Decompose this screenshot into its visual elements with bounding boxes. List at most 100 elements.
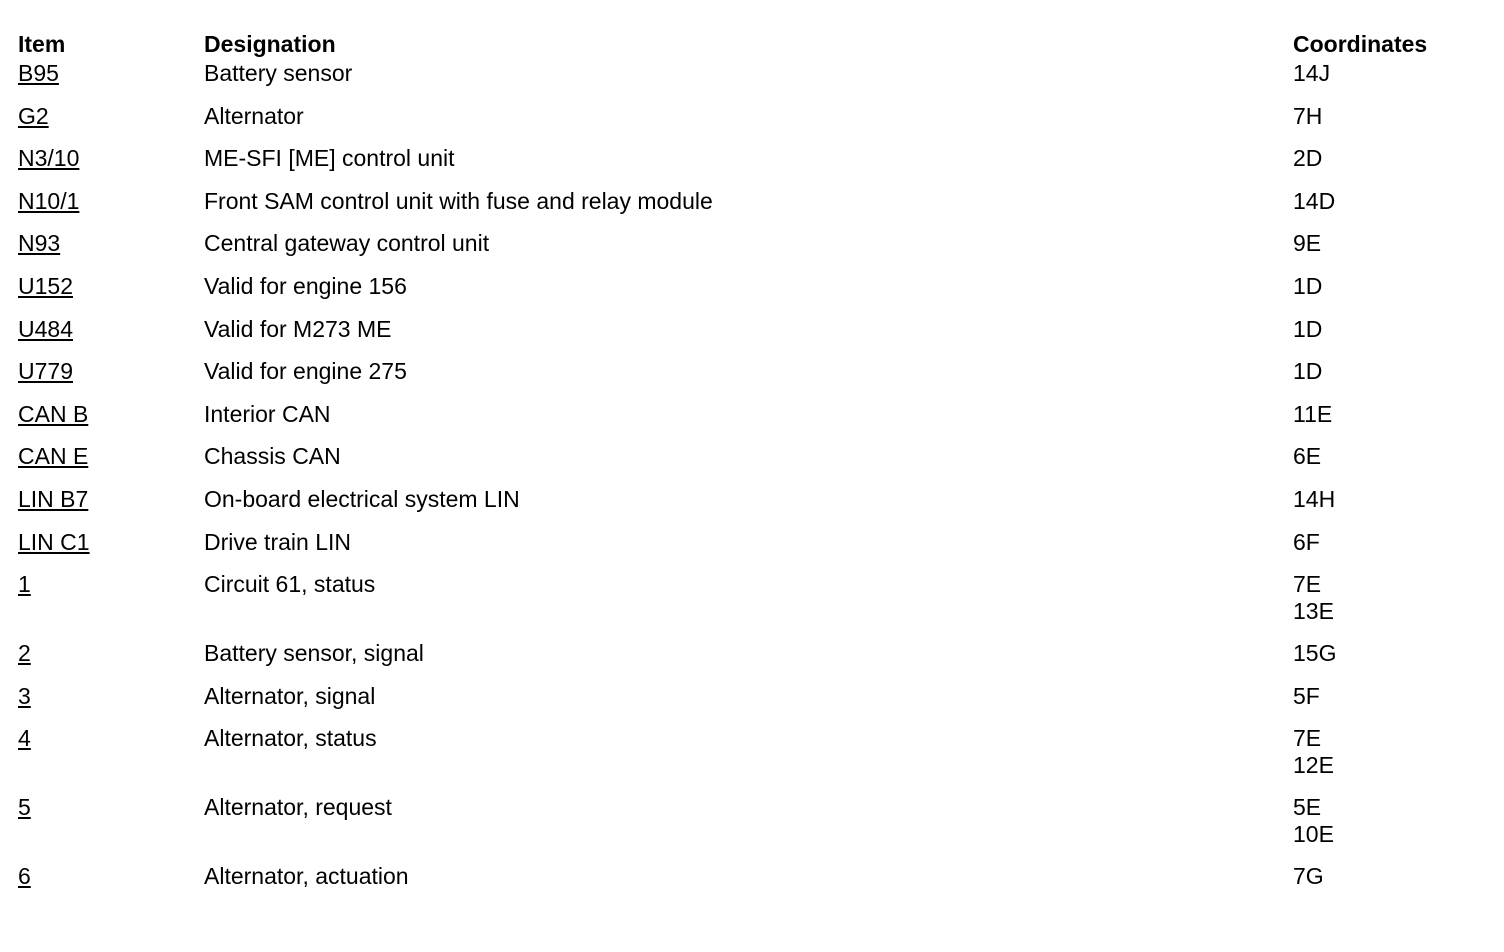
designation-cell: Front SAM control unit with fuse and rel… [204, 187, 713, 214]
table-row: CAN E Chassis CAN 6E [18, 443, 1478, 486]
item-link[interactable]: U779 [18, 358, 73, 385]
item-cell: N10/1 [18, 188, 204, 231]
coordinate-value: 7E [1293, 725, 1322, 752]
item-link[interactable]: G2 [18, 102, 49, 129]
item-link[interactable]: CAN E [18, 443, 89, 470]
coordinates-cell: 14H [1293, 486, 1478, 529]
header-designation: Designation [204, 31, 336, 57]
table-row: N10/1 Front SAM control unit with fuse an… [18, 188, 1478, 231]
item-link[interactable]: 4 [18, 725, 31, 752]
designation-cell: Battery sensor, signal [204, 640, 424, 667]
coordinates-cell: 1D [1293, 273, 1478, 316]
coordinate-value: 10E [1293, 821, 1334, 848]
coordinate-value: 14H [1293, 485, 1336, 512]
table-row: U779 Valid for engine 275 1D [18, 358, 1478, 401]
coordinates-cell: 14D [1293, 188, 1478, 231]
coordinate-value: 14J [1293, 60, 1331, 86]
coordinates-cell: 1D [1293, 358, 1478, 401]
header-item: Item [18, 31, 66, 57]
table-row: LIN C1 Drive train LIN 6F [18, 529, 1478, 572]
designation-cell: Alternator, status [204, 725, 377, 752]
coordinate-value: 11E [1293, 400, 1333, 427]
designation-cell: Alternator, request [204, 794, 392, 821]
table-row: 3 Alternator, signal 5F [18, 683, 1478, 726]
designation-cell: Drive train LIN [204, 528, 351, 555]
coordinates-cell: 15G [1293, 640, 1478, 683]
item-link[interactable]: N3/10 [18, 145, 80, 172]
designation-cell: Valid for engine 275 [204, 358, 407, 385]
item-cell: U779 [18, 358, 204, 401]
item-link[interactable]: CAN B [18, 400, 89, 427]
item-link[interactable]: 6 [18, 863, 31, 890]
table-row: U152 Valid for engine 156 1D [18, 273, 1478, 316]
item-link[interactable]: U152 [18, 272, 73, 299]
coordinates-cell: 7H [1293, 103, 1478, 146]
header-row: Item Designation Coordinates [18, 28, 1478, 60]
item-link[interactable]: U484 [18, 315, 73, 342]
item-cell: 2 [18, 640, 204, 683]
coordinate-value: 13E [1293, 598, 1334, 625]
item-cell: LIN C1 [18, 529, 204, 572]
designation-cell: Valid for M273 ME [204, 315, 392, 342]
coordinate-value: 15G [1293, 640, 1337, 667]
coordinates-cell: 2D [1293, 145, 1478, 188]
item-link[interactable]: N10/1 [18, 187, 80, 214]
coordinates-cell: 1D [1293, 316, 1478, 359]
designation-cell: Alternator, signal [204, 682, 376, 709]
designation-cell: Circuit 61, status [204, 571, 376, 598]
item-link[interactable]: B95 [18, 60, 59, 86]
designation-cell: Valid for engine 156 [204, 272, 407, 299]
coordinates-cell: 11E [1293, 401, 1478, 444]
coordinate-value: 12E [1293, 752, 1334, 779]
item-cell: 5 [18, 794, 204, 863]
table-row: U484 Valid for M273 ME 1D [18, 316, 1478, 359]
designation-cell: On-board electrical system LIN [204, 485, 520, 512]
item-cell: G2 [18, 103, 204, 146]
coordinates-cell: 9E [1293, 230, 1478, 273]
designation-cell: Chassis CAN [204, 443, 341, 470]
item-link[interactable]: N93 [18, 230, 61, 257]
table-row: N3/10 ME-SFI [ME] control unit 2D [18, 145, 1478, 188]
designation-cell: Alternator [204, 102, 304, 129]
designation-cell: ME-SFI [ME] control unit [204, 145, 455, 172]
coordinates-cell: 14J [1293, 60, 1478, 103]
item-cell: CAN B [18, 401, 204, 444]
coordinate-value: 1D [1293, 272, 1323, 299]
coordinate-value: 6E [1293, 443, 1322, 470]
item-link[interactable]: LIN C1 [18, 528, 90, 555]
coordinate-value: 1D [1293, 358, 1323, 385]
item-link[interactable]: 2 [18, 640, 31, 667]
coordinate-value: 7E [1293, 571, 1322, 598]
coordinate-value: 14D [1293, 187, 1336, 214]
item-link[interactable]: 5 [18, 794, 31, 821]
item-cell: 1 [18, 571, 204, 640]
table-row: N93 Central gateway control unit 9E [18, 230, 1478, 273]
item-link[interactable]: 3 [18, 682, 31, 709]
coordinate-value: 7H [1293, 102, 1323, 129]
item-cell: B95 [18, 60, 204, 103]
item-cell: 3 [18, 683, 204, 726]
item-cell: N3/10 [18, 145, 204, 188]
item-cell: LIN B7 [18, 486, 204, 529]
coordinate-value: 6F [1293, 528, 1320, 555]
coordinates-cell: 5F [1293, 683, 1478, 726]
designation-cell: Central gateway control unit [204, 230, 490, 257]
item-link[interactable]: 1 [18, 571, 31, 598]
item-link[interactable]: LIN B7 [18, 485, 89, 512]
table-row: 2 Battery sensor, signal 15G [18, 640, 1478, 683]
coordinate-value: 2D [1293, 145, 1323, 172]
item-cell: 4 [18, 725, 204, 794]
item-cell: U484 [18, 316, 204, 359]
coordinate-value: 9E [1293, 230, 1322, 257]
item-cell: 6 [18, 863, 204, 906]
item-cell: U152 [18, 273, 204, 316]
